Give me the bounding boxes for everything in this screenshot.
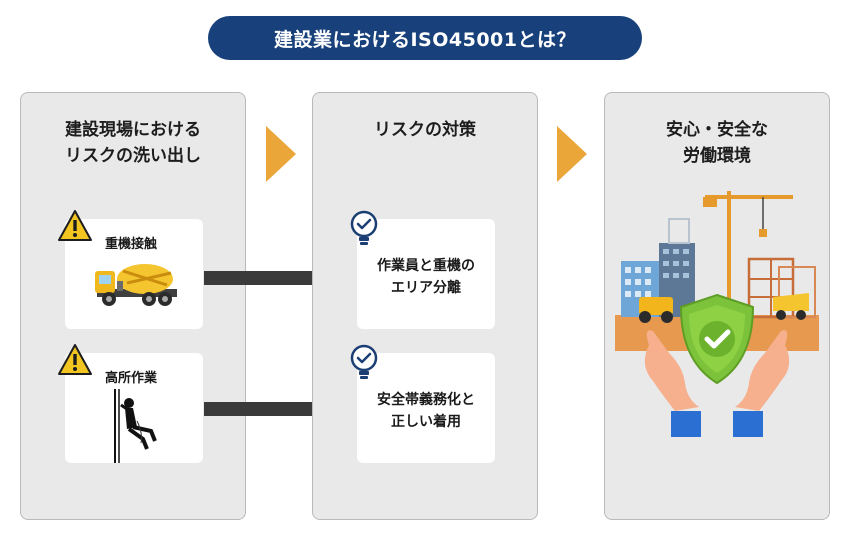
heavy-machinery-card: 重機接触 [65, 219, 203, 329]
risk-countermeasures-panel: リスクの対策 作業員と重機の エリア分離 安全帯義務化と 正しい着用 [312, 92, 538, 520]
safety-harness-card: 安全帯義務化と 正しい着用 [357, 353, 495, 463]
area-separation-card: 作業員と重機の エリア分離 [357, 219, 495, 329]
chevron-right-icon [557, 126, 587, 182]
chevron-right-icon [266, 126, 296, 182]
heavy-machinery-label: 重機接触 [105, 237, 158, 252]
lightbulb-check-icon [349, 343, 379, 383]
concrete-mixer-truck-icon [93, 255, 181, 311]
area-separation-text: 作業員と重機の エリア分離 [377, 258, 475, 296]
safety-harness-text: 安全帯義務化と 正しい着用 [377, 392, 475, 430]
safe-environment-panel: 安心・安全な 労働環境 [604, 92, 830, 520]
warning-icon [57, 209, 93, 243]
risk-identification-panel: 建設現場における リスクの洗い出し 重機接触 [20, 92, 246, 520]
lightbulb-check-icon [349, 209, 379, 249]
risk-identification-heading: 建設現場における リスクの洗い出し [65, 120, 201, 166]
warning-icon [57, 343, 93, 377]
work-at-height-label: 高所作業 [105, 371, 158, 386]
rope-access-worker-icon [107, 389, 163, 463]
page-title: 建設業におけるISO45001とは？ [208, 16, 642, 60]
construction-safety-illustration [613, 185, 821, 457]
risk-countermeasures-heading: リスクの対策 [374, 120, 476, 140]
safe-environment-heading: 安心・安全な 労働環境 [666, 120, 768, 166]
